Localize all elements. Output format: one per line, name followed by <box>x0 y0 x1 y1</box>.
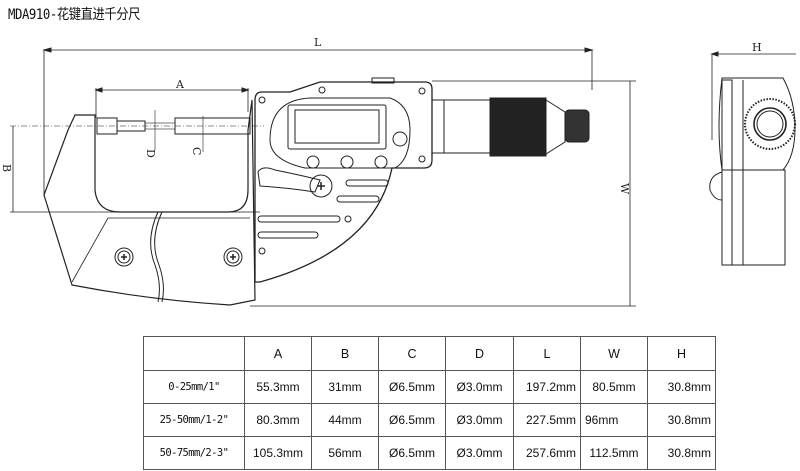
value-cell: Ø6.5mm <box>378 370 446 404</box>
value-cell: 30.8mm <box>647 370 716 404</box>
dimension-A: A <box>94 78 250 118</box>
anvil-spindle: D C <box>96 110 251 158</box>
specification-table: A B C D L W H 0-25mm/1" 55.3mm 31mm Ø6.5… <box>143 336 716 470</box>
value-cell: 197.2mm <box>513 370 581 404</box>
side-view: H <box>709 41 796 266</box>
label-D: D <box>144 149 157 158</box>
function-button-3 <box>374 155 388 169</box>
header-cell: A <box>244 336 312 371</box>
header-cell <box>143 336 245 371</box>
value-cell: Ø3.0mm <box>445 403 514 437</box>
table-row: 50-75mm/2-3" 105.3mm 56mm Ø6.5mm Ø3.0mm … <box>143 436 716 470</box>
table-row: 0-25mm/1" 55.3mm 31mm Ø6.5mm Ø3.0mm 197.… <box>143 370 716 404</box>
range-cell: 25-50mm/1-2" <box>143 403 245 437</box>
value-cell: 44mm <box>311 403 379 437</box>
header-cell: L <box>513 336 581 371</box>
value-cell: 227.5mm <box>513 403 581 437</box>
range-cell: 50-75mm/2-3" <box>143 436 245 470</box>
frame-screw-left <box>114 247 134 267</box>
value-cell: 257.6mm <box>513 436 581 470</box>
frame-screw-right <box>223 247 243 267</box>
drawing-title: MDA910-花键直进千分尺 <box>8 7 141 23</box>
header-cell: H <box>647 336 716 371</box>
dimension-L: L <box>42 36 594 195</box>
value-cell: 105.3mm <box>244 436 312 470</box>
value-cell: 56mm <box>311 436 379 470</box>
table-row: 25-50mm/1-2" 80.3mm 44mm Ø6.5mm Ø3.0mm 2… <box>143 403 716 437</box>
value-cell: Ø6.5mm <box>378 403 446 437</box>
micrometer-technical-drawing: L A B D C <box>0 36 796 307</box>
label-H: H <box>752 41 762 54</box>
function-button-2 <box>340 155 354 169</box>
label-W: W <box>618 183 631 195</box>
dimension-B: B <box>0 125 264 213</box>
header-cell: W <box>580 336 648 371</box>
round-button <box>392 131 408 147</box>
value-cell: 80.3mm <box>244 403 312 437</box>
value-cell: 55.3mm <box>244 370 312 404</box>
value-cell: Ø3.0mm <box>445 370 514 404</box>
function-button-1 <box>306 155 320 169</box>
value-cell: 96mm <box>580 403 648 437</box>
label-C: C <box>190 147 203 155</box>
value-cell: 31mm <box>311 370 379 404</box>
value-cell: 30.8mm <box>647 436 716 470</box>
header-cell: B <box>311 336 379 371</box>
range-cell: 0-25mm/1" <box>143 370 245 404</box>
table-header-row: A B C D L W H <box>143 336 716 371</box>
header-cell: D <box>445 336 514 371</box>
value-cell: 112.5mm <box>580 436 648 470</box>
lcd-display-frame <box>287 104 387 150</box>
thimble <box>431 97 590 157</box>
label-L: L <box>314 36 322 49</box>
micrometer-frame <box>43 99 256 306</box>
lcd-screen <box>294 109 380 144</box>
label-A: A <box>175 78 185 91</box>
label-B: B <box>0 164 13 172</box>
header-cell: C <box>378 336 446 371</box>
value-cell: 80.5mm <box>580 370 648 404</box>
value-cell: Ø3.0mm <box>445 436 514 470</box>
value-cell: 30.8mm <box>647 403 716 437</box>
digital-body <box>254 77 433 283</box>
dimension-W: W <box>250 80 636 307</box>
value-cell: Ø6.5mm <box>378 436 446 470</box>
